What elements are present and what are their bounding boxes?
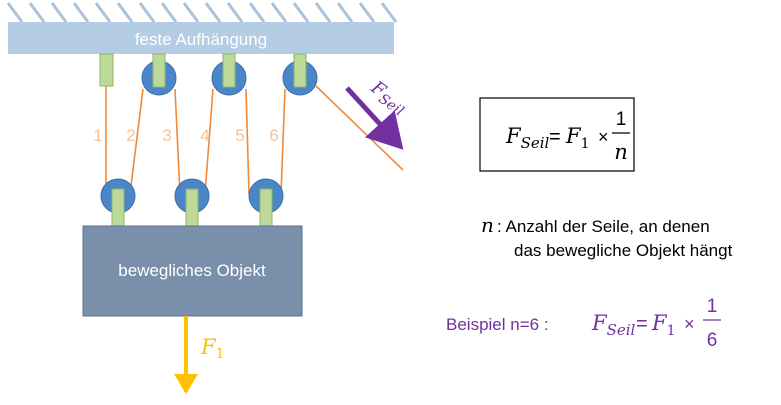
svg-text:1: 1 bbox=[616, 109, 627, 130]
lower-pulley bbox=[248, 178, 284, 228]
formula-box bbox=[479, 97, 635, 172]
svg-text:: Anzahl der Seile, an denen: : Anzahl der Seile, an denen bbox=[497, 217, 710, 236]
svg-text:=: = bbox=[636, 313, 648, 335]
svg-text:n: n bbox=[481, 213, 494, 237]
svg-text:FSeil: FSeil bbox=[591, 311, 636, 339]
rope-number: 2 bbox=[126, 126, 135, 145]
formula: FSeil = F1 × 1 n bbox=[505, 109, 630, 164]
svg-text:6: 6 bbox=[707, 330, 718, 351]
ceiling-label: feste Aufhängung bbox=[135, 30, 267, 49]
fixed-rope-anchor bbox=[99, 53, 114, 87]
svg-text:×: × bbox=[598, 127, 609, 147]
svg-text:n: n bbox=[614, 140, 628, 164]
svg-text:×: × bbox=[684, 314, 695, 334]
object-force-label: F1 bbox=[200, 335, 225, 362]
svg-text:F1: F1 bbox=[565, 124, 590, 152]
rope-number: 3 bbox=[162, 126, 171, 145]
upper-pulley bbox=[141, 53, 177, 96]
lower-pulley bbox=[174, 178, 210, 228]
rope-numbers: 1 2 3 4 5 6 bbox=[93, 126, 278, 145]
rope-number: 5 bbox=[235, 126, 244, 145]
svg-text:Beispiel n=6 :: Beispiel n=6 : bbox=[446, 315, 549, 334]
rope-number: 4 bbox=[200, 126, 209, 145]
lower-pulley bbox=[100, 178, 136, 228]
upper-pulley bbox=[282, 53, 318, 96]
example: Beispiel n=6 : FSeil = F1 × 1 6 bbox=[446, 296, 721, 351]
definition: n : Anzahl der Seile, an denen das beweg… bbox=[481, 213, 733, 260]
rope-number: 6 bbox=[269, 126, 278, 145]
svg-text:=: = bbox=[549, 126, 561, 148]
movable-object bbox=[82, 225, 303, 317]
svg-text:F1: F1 bbox=[651, 311, 676, 339]
upper-pulley bbox=[211, 53, 247, 96]
svg-text:das bewegliche Objekt hängt: das bewegliche Objekt hängt bbox=[514, 241, 733, 260]
svg-text:1: 1 bbox=[707, 296, 718, 317]
svg-text:FSeil: FSeil bbox=[505, 124, 550, 152]
ceiling-bar bbox=[8, 22, 394, 54]
ceiling-hatch bbox=[6, 2, 398, 23]
rope bbox=[105, 85, 404, 195]
rope-number: 1 bbox=[93, 126, 102, 145]
object-label: bewegliches Objekt bbox=[118, 261, 266, 280]
rope-force-arrow bbox=[345, 86, 404, 150]
